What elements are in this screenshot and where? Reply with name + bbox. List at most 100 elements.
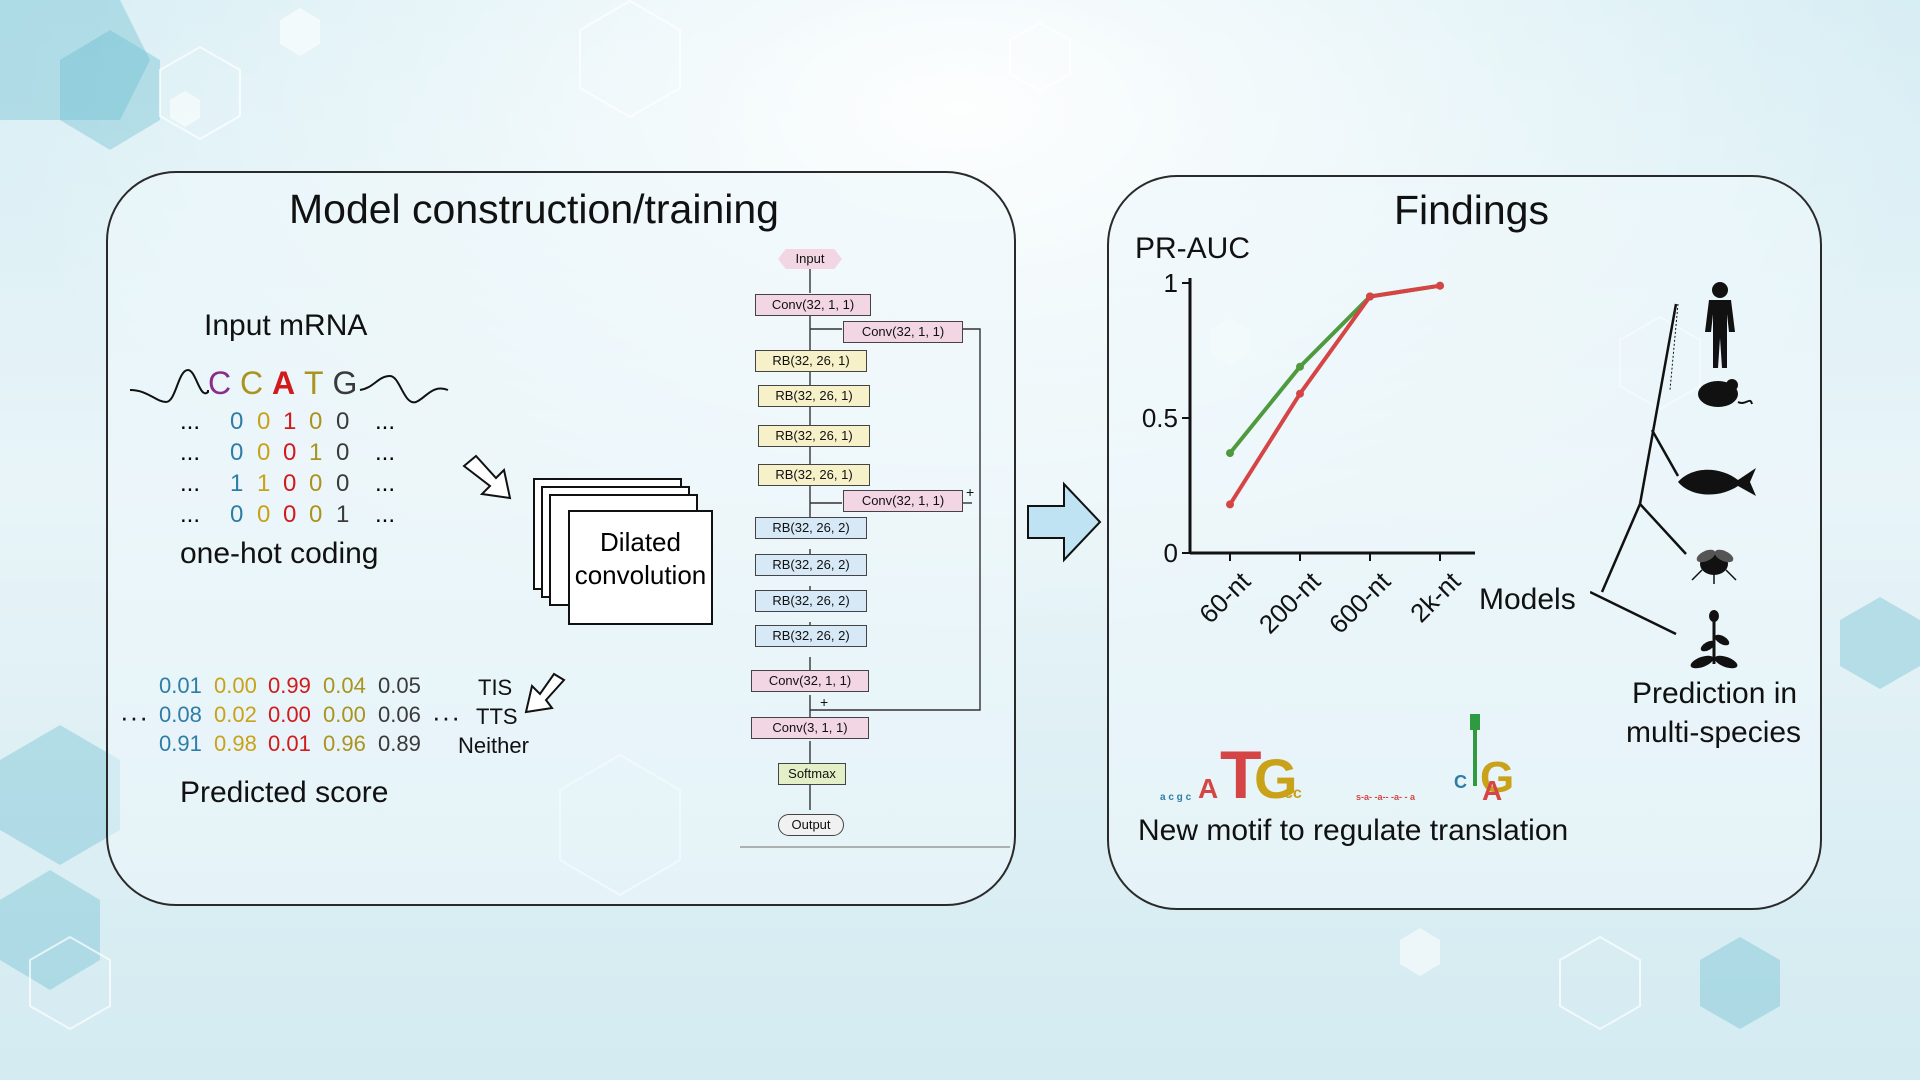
score-row-label: Neither <box>458 733 529 758</box>
score-cell: 0.98 <box>214 731 257 756</box>
onehot-cell: 0 <box>336 439 350 466</box>
flow-skip-conv-1: Conv(32, 1, 1) <box>843 321 963 343</box>
onehot-cell: 0 <box>336 408 350 435</box>
onehot-cell: 0 <box>283 501 297 528</box>
findings-panel <box>1107 175 1822 910</box>
mrna-sequence: C C A T G <box>208 365 357 402</box>
onehot-cell: 0 <box>309 470 323 497</box>
onehot-cell: 0 <box>257 439 271 466</box>
onehot-cell: 0 <box>336 470 350 497</box>
flow-rb-dilated: RB(32, 26, 2) <box>755 554 867 576</box>
motif1-letter: T <box>1220 737 1262 805</box>
seq-letter: C <box>240 365 264 401</box>
motif-logo-1: a c g c A T G cc <box>1160 737 1302 805</box>
arrow-to-scores-icon <box>524 672 566 714</box>
svg-text:a c g c: a c g c <box>1160 792 1192 803</box>
onehot-cell: 0 <box>230 439 244 466</box>
seq-letter: T <box>304 365 324 401</box>
y-tick-label: 0.5 <box>1142 403 1178 433</box>
score-row-label: TTS <box>476 704 518 729</box>
score-cell: 0.89 <box>378 731 421 756</box>
series-line <box>1228 283 1441 506</box>
findings-title: Findings <box>1394 187 1549 233</box>
flow-rb-block: RB(32, 26, 1) <box>758 385 870 407</box>
data-point <box>1296 362 1304 371</box>
flow-conv-output: Conv(3, 1, 1) <box>751 717 869 739</box>
x-tick-label: 600-nt <box>1323 565 1397 639</box>
onehot-ellipsis: ... <box>375 408 396 435</box>
prediction-line2: multi-species <box>1626 716 1802 749</box>
onehot-cell: 0 <box>283 470 297 497</box>
flow-plus-1: + <box>966 484 975 500</box>
motif2-letter: G <box>1480 753 1514 802</box>
flow-output-node: Output <box>778 814 844 836</box>
score-dots-left: ··· <box>120 702 149 732</box>
model-construction-title: Model construction/training <box>289 186 779 232</box>
flow-rb-dilated: RB(32, 26, 2) <box>755 625 867 647</box>
y-tick-label: 0 <box>1164 538 1178 568</box>
flow-rb-block: RB(32, 26, 1) <box>755 350 867 372</box>
score-cell: 0.08 <box>159 702 202 727</box>
score-row-label: TIS <box>478 675 513 700</box>
onehot-cell: 0 <box>309 501 323 528</box>
flow-rb-block: RB(32, 26, 1) <box>758 464 870 486</box>
mrna-wave-icon <box>129 368 449 404</box>
network-connectors <box>740 267 1010 848</box>
series-line <box>1228 283 1441 455</box>
score-cell: 0.00 <box>268 702 311 727</box>
score-cell: 0.00 <box>323 702 366 727</box>
data-point <box>1436 281 1444 290</box>
seq-letter: G <box>332 365 358 401</box>
flow-plus-2: + <box>820 694 829 710</box>
onehot-cell: 1 <box>309 439 323 466</box>
flow-conv-initial: Conv(32, 1, 1) <box>755 294 871 316</box>
score-cell: 0.05 <box>378 673 421 698</box>
score-cell: 0.91 <box>159 731 202 756</box>
dilated-convolution-box: Dilated convolution <box>568 510 713 625</box>
motif2-letter: A <box>1482 775 1502 806</box>
score-cell: 0.02 <box>214 702 257 727</box>
motif-logo-2: s-a- -a-- -a- - a C G A <box>1356 714 1514 806</box>
motif-label: New motif to regulate translation <box>1138 814 1569 847</box>
score-cell: 0.01 <box>268 731 311 756</box>
dilated-line1: Dilated <box>600 527 681 557</box>
y-axis-label: PR-AUC <box>1135 232 1250 265</box>
phylogeny-tree <box>1590 303 1687 636</box>
onehot-cell: 1 <box>230 470 244 497</box>
onehot-ellipsis: ... <box>375 439 396 466</box>
flow-rb-dilated: RB(32, 26, 2) <box>755 590 867 612</box>
panel-arrow-icon <box>1027 481 1102 563</box>
motif1-letter: G <box>1254 747 1298 805</box>
flow-softmax: Softmax <box>778 763 846 785</box>
onehot-cell: 1 <box>257 470 271 497</box>
seq-letter: A <box>272 365 296 401</box>
data-point <box>1296 389 1304 398</box>
data-point <box>1366 292 1374 301</box>
svg-text:s-a- -a-- -a- - a: s-a- -a-- -a- - a <box>1356 792 1416 802</box>
human-icon <box>1705 282 1735 368</box>
onehot-cell: 0 <box>309 408 323 435</box>
predicted-score-label: Predicted score <box>180 776 389 809</box>
svg-text:cc: cc <box>1284 785 1302 802</box>
motif1-letter: A <box>1198 773 1218 804</box>
flow-input-node: Input <box>778 249 842 269</box>
arrow-to-dilated-icon <box>462 454 512 500</box>
prediction-line1: Prediction in <box>1632 677 1798 710</box>
score-dots-right: ··· <box>432 702 461 732</box>
onehot-cell: 1 <box>336 501 350 528</box>
score-cell: 0.06 <box>378 702 421 727</box>
onehot-ellipsis: ... <box>375 470 396 497</box>
flow-rb-dilated: RB(32, 26, 2) <box>755 517 867 539</box>
models-label: Models <box>1479 583 1576 616</box>
onehot-label: one-hot coding <box>180 537 379 570</box>
input-mrna-label: Input mRNA <box>204 309 368 342</box>
onehot-cell: 0 <box>257 501 271 528</box>
dilated-line2: convolution <box>574 560 707 590</box>
x-tick-label: 2k-nt <box>1404 565 1467 628</box>
onehot-cell: 0 <box>257 408 271 435</box>
onehot-cell: 0 <box>230 501 244 528</box>
score-cell: 0.01 <box>159 673 202 698</box>
x-tick-label: 200-nt <box>1253 565 1327 639</box>
onehot-ellipsis: ... <box>180 470 201 497</box>
flow-skip-conv-2: Conv(32, 1, 1) <box>843 490 963 512</box>
